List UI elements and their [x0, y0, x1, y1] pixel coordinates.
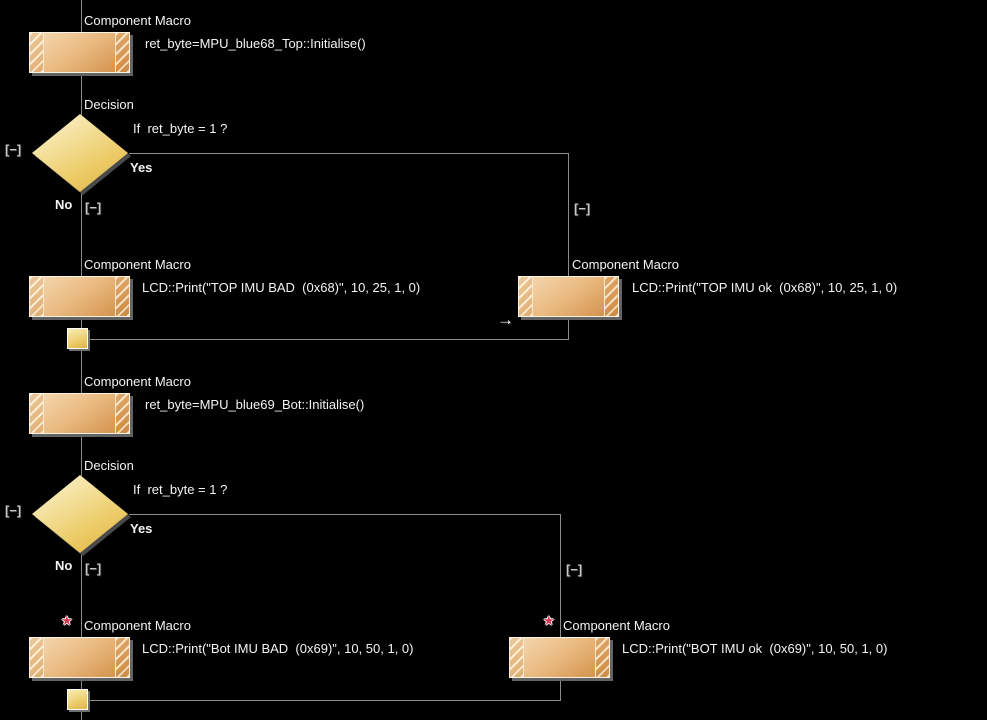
component-macro-box-top-ok[interactable] [518, 276, 619, 317]
hatch-band [519, 277, 533, 316]
yes-branch-line [560, 514, 561, 701]
hatch-band [30, 638, 44, 677]
macro-title: Component Macro [563, 618, 670, 633]
spine-line [81, 678, 82, 690]
macro-title: Component Macro [572, 257, 679, 272]
hatch-band [604, 277, 618, 316]
component-macro-box-init-bot[interactable] [29, 393, 130, 434]
spine-line [81, 348, 82, 394]
macro-title: Component Macro [84, 13, 191, 28]
decision-diamond-top[interactable] [32, 114, 128, 192]
decision-condition: If ret_byte = 1 ? [133, 121, 228, 136]
decision-title: Decision [84, 97, 134, 112]
macro-title: Component Macro [84, 257, 191, 272]
yes-label: Yes [130, 160, 153, 175]
macro-title: Component Macro [84, 374, 191, 389]
yes-label: Yes [130, 521, 153, 536]
decision-diamond-shape [32, 475, 128, 553]
macro-text: LCD::Print("Bot IMU BAD (0x69)", 10, 50,… [142, 641, 414, 656]
component-macro-box-bot-ok[interactable] [509, 637, 610, 678]
merge-connector[interactable] [67, 328, 88, 349]
yes-branch-line [129, 153, 569, 154]
breakpoint-star-icon: ★ [543, 613, 555, 628]
hatch-band [30, 277, 44, 316]
hatch-band [30, 394, 44, 433]
hatch-band [115, 394, 129, 433]
collapse-icon[interactable]: [−] [5, 503, 22, 518]
collapse-icon[interactable]: [−] [574, 201, 591, 216]
hatch-band [510, 638, 524, 677]
no-branch-line [81, 191, 82, 277]
decision-title: Decision [84, 458, 134, 473]
merge-line [89, 700, 561, 701]
spine-line [81, 0, 82, 33]
hatch-band [595, 638, 609, 677]
macro-text: LCD::Print("TOP IMU BAD (0x68)", 10, 25,… [142, 280, 421, 295]
hatch-band [115, 638, 129, 677]
spine-line [81, 432, 82, 476]
macro-text: ret_byte=MPU_blue68_Top::Initialise() [145, 36, 366, 51]
macro-title: Component Macro [84, 618, 191, 633]
component-macro-box-top-bad[interactable] [29, 276, 130, 317]
no-label: No [55, 197, 73, 212]
hatch-band [30, 33, 44, 72]
yes-branch-line [129, 514, 561, 515]
collapse-icon[interactable]: [−] [5, 142, 22, 157]
spine-line [81, 71, 82, 115]
component-macro-box-bot-bad[interactable] [29, 637, 130, 678]
hatch-band [115, 33, 129, 72]
hatch-band [115, 277, 129, 316]
breakpoint-star-icon: ★ [61, 613, 73, 628]
no-branch-line [81, 552, 82, 638]
no-label: No [55, 558, 73, 573]
spine-line [81, 317, 82, 329]
macro-text: LCD::Print("TOP IMU ok (0x68)", 10, 25, … [632, 280, 898, 295]
collapse-icon[interactable]: [−] [566, 562, 583, 577]
yes-branch-line [568, 153, 569, 340]
macro-text: ret_byte=MPU_blue69_Bot::Initialise() [145, 397, 365, 412]
macro-text: LCD::Print("BOT IMU ok (0x69)", 10, 50, … [622, 641, 888, 656]
component-macro-box-init-top[interactable] [29, 32, 130, 73]
decision-diamond-bot[interactable] [32, 475, 128, 553]
spine-line [81, 709, 82, 720]
merge-connector[interactable] [67, 689, 88, 710]
decision-condition: If ret_byte = 1 ? [133, 482, 228, 497]
merge-line [89, 339, 569, 340]
insertion-point-icon: → [497, 310, 514, 329]
decision-diamond-shape [32, 114, 128, 192]
collapse-icon[interactable]: [−] [85, 561, 102, 576]
collapse-icon[interactable]: [−] [85, 200, 102, 215]
